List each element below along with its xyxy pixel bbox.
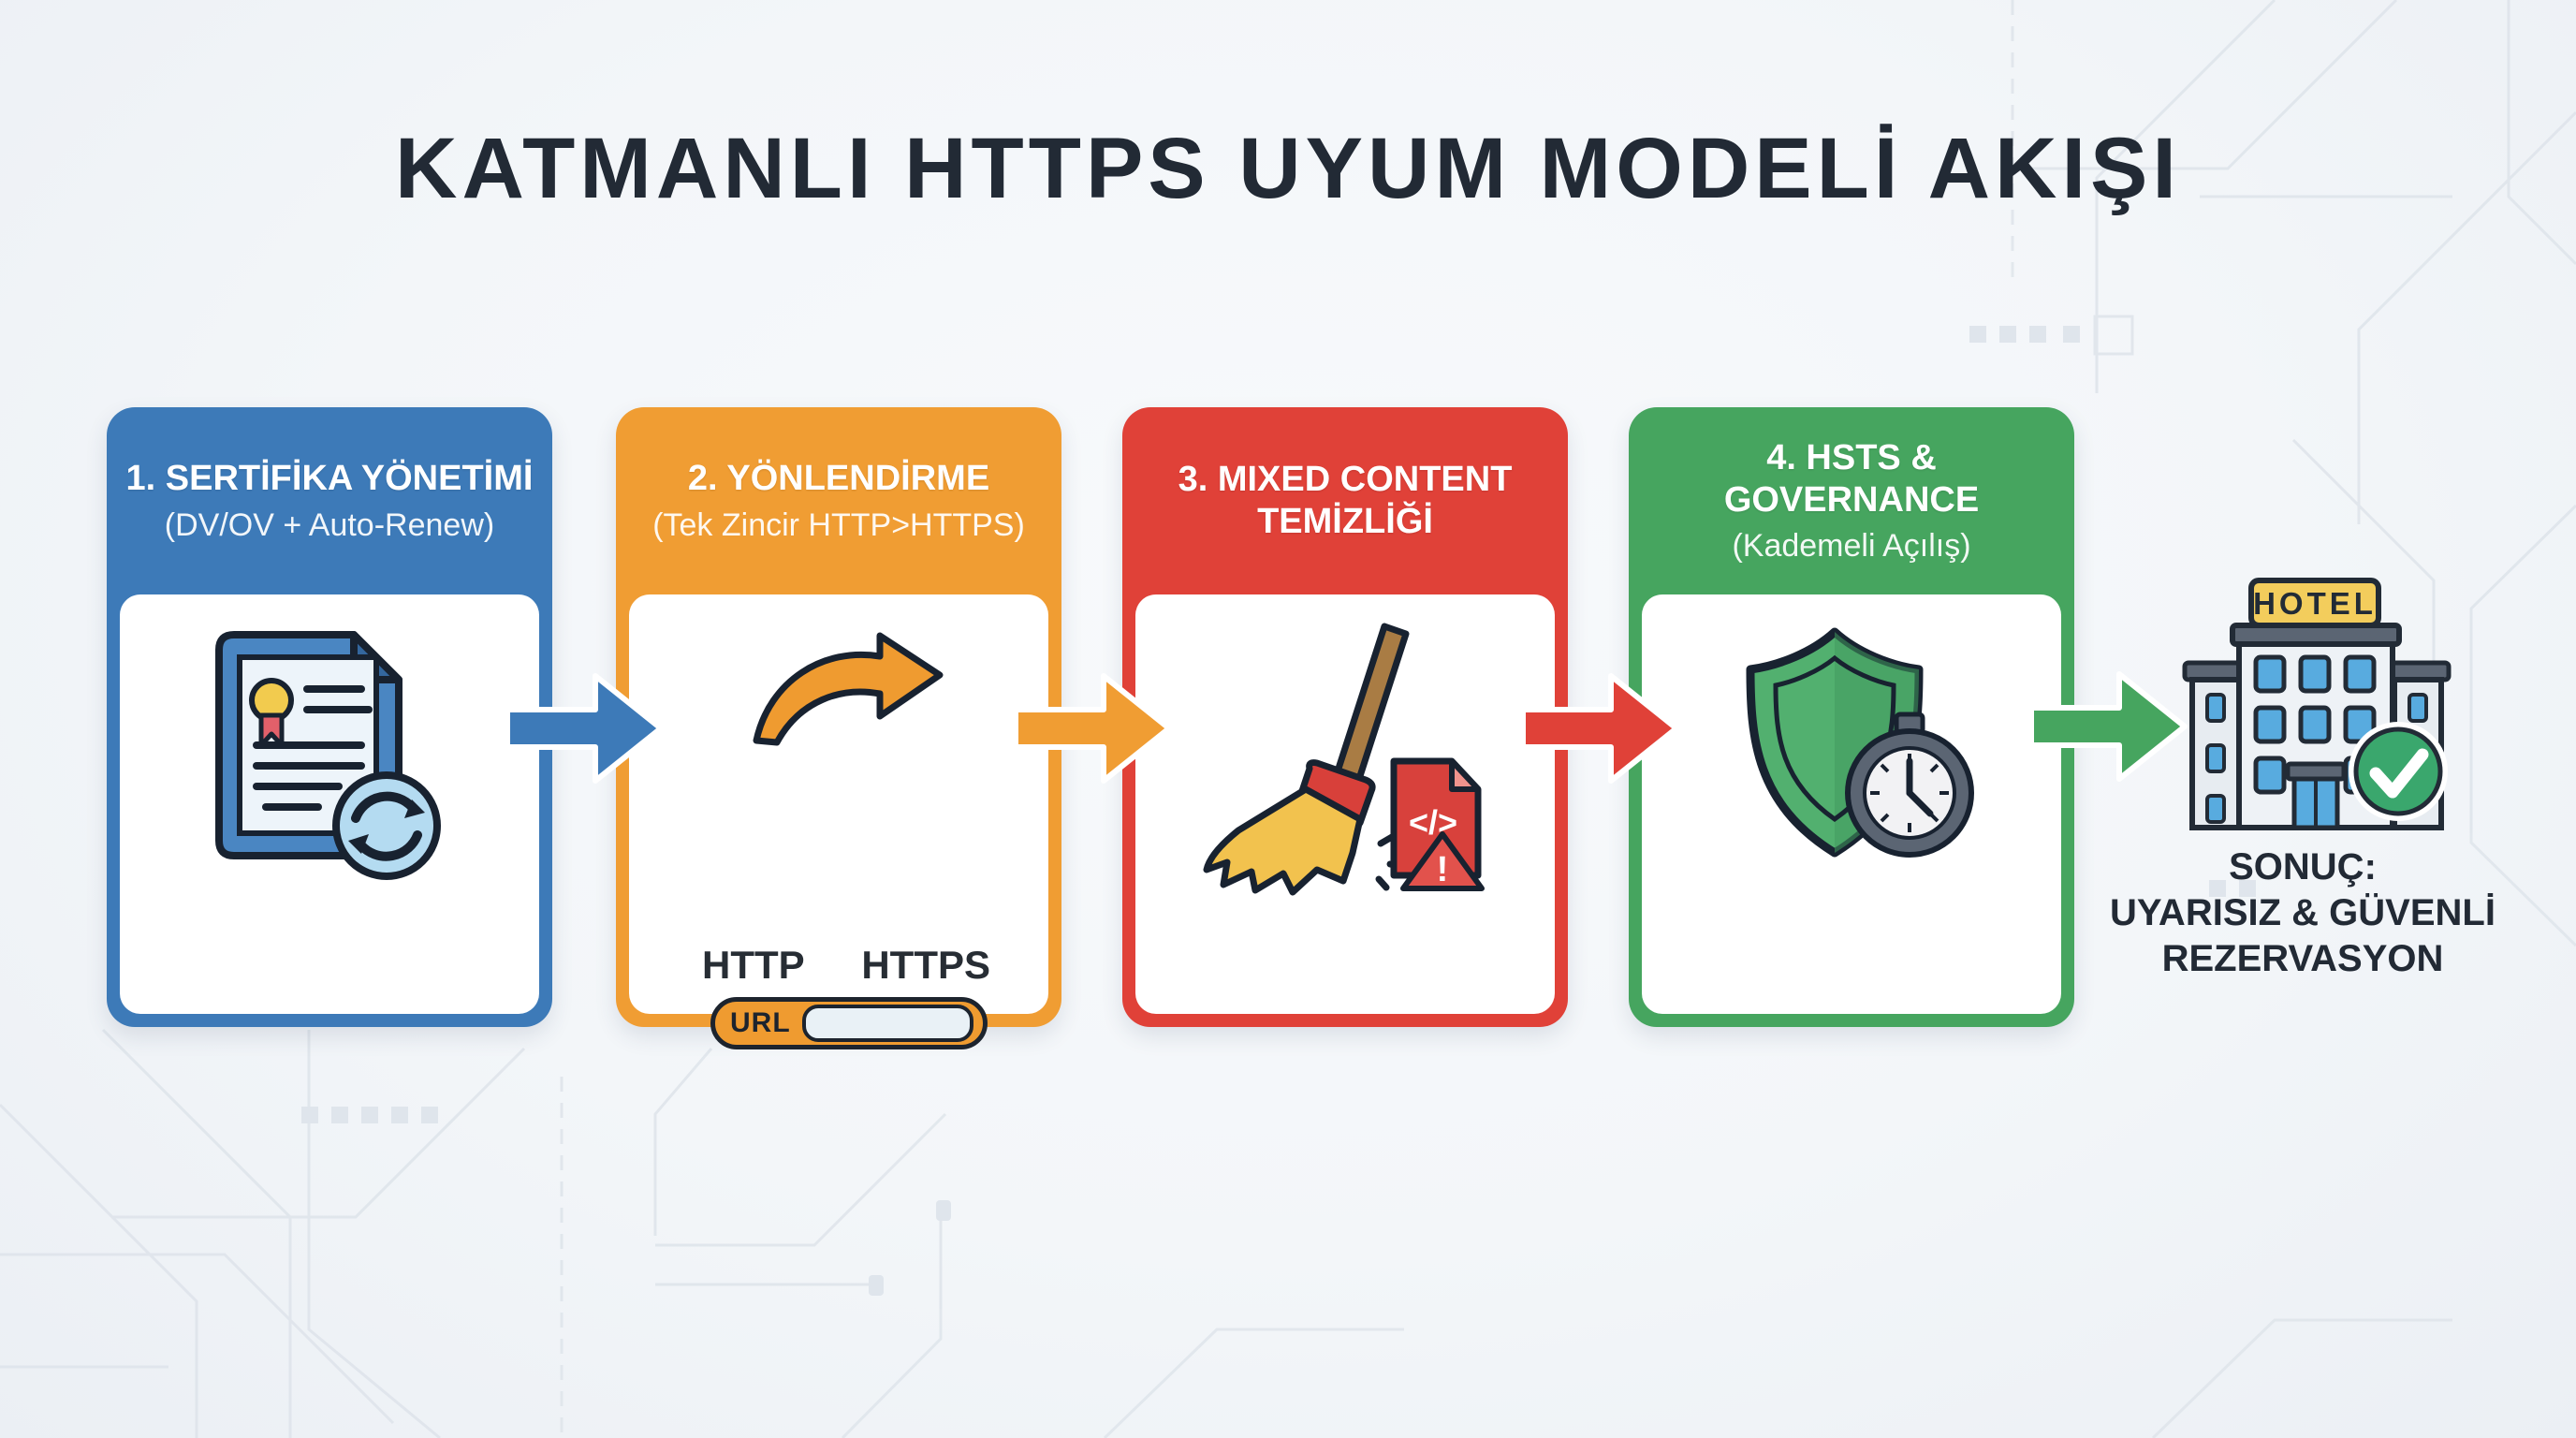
redirect-curved-arrow-icon: [753, 632, 944, 746]
hotel-building-icon: HOTEL: [2182, 578, 2452, 830]
check-icon: [2369, 748, 2429, 799]
flow-arrow-1: [505, 673, 664, 784]
code-glyph: </>: [1409, 803, 1457, 842]
step-card-certificate: 1. SERTİFİKA YÖNETİMİ (DV/OV + Auto-Rene…: [107, 407, 552, 1027]
step3-header: 3. MIXED CONTENT TEMİZLİĞİ: [1122, 407, 1568, 594]
step1-subtitle: (DV/OV + Auto-Renew): [164, 506, 495, 543]
shield-stopwatch-icon: [1746, 627, 1974, 858]
warning-glyph: !: [1437, 850, 1449, 889]
step2-subtitle: (Tek Zincir HTTP>HTTPS): [652, 506, 1025, 543]
step4-subtitle: (Kademeli Açılış): [1732, 528, 1971, 565]
step1-header: 1. SERTİFİKA YÖNETİMİ (DV/OV + Auto-Rene…: [107, 407, 552, 594]
page-title: KATMANLI HTTPS UYUM MODELİ AKIŞI: [395, 121, 2181, 216]
step-card-hsts-governance: 4. HSTS & GOVERNANCE (Kademeli Açılış): [1629, 407, 2074, 1027]
url-bar-icon: URL: [710, 997, 988, 1049]
step-card-redirect: 2. YÖNLENDİRME (Tek Zincir HTTP>HTTPS) H…: [616, 407, 1061, 1049]
step4-title: 4. HSTS & GOVERNANCE: [1723, 437, 1980, 520]
protocol-labels: HTTP HTTPS: [702, 943, 990, 988]
step1-title: 1. SERTİFİKA YÖNETİMİ: [125, 459, 534, 499]
step-card-mixed-content: 3. MIXED CONTENT TEMİZLİĞİ: [1122, 407, 1568, 1027]
result-line-3: REZERVASYON: [2161, 938, 2444, 979]
step1-body: [120, 594, 539, 1014]
result-line-1: SONUÇ:: [2229, 846, 2377, 888]
result-caption: SONUÇ: UYARISIZ & GÜVENLİ REZERVASYON: [2092, 844, 2513, 982]
step3-title: 3. MIXED CONTENT TEMİZLİĞİ: [1178, 460, 1513, 541]
http-label: HTTP: [702, 943, 805, 987]
step2-header: 2. YÖNLENDİRME (Tek Zincir HTTP>HTTPS): [616, 407, 1061, 594]
step4-body: [1642, 594, 2061, 1014]
step3-body: </> !: [1135, 594, 1555, 1014]
result-line-2: UYARISIZ & GÜVENLİ: [2110, 892, 2496, 933]
check-badge: [2353, 726, 2443, 816]
broom-sweep-code-icon: </> !: [1203, 623, 1485, 896]
step2-title: 2. YÖNLENDİRME: [687, 459, 990, 499]
url-address-pill: [801, 1005, 973, 1042]
step2-body: HTTP HTTPS URL: [629, 594, 1048, 1049]
https-label: HTTPS: [861, 943, 990, 987]
certificate-autorenew-icon: [215, 631, 441, 880]
flow-arrow-2: [1014, 673, 1172, 784]
step4-header: 4. HSTS & GOVERNANCE (Kademeli Açılış): [1629, 407, 2074, 594]
url-label: URL: [730, 1007, 791, 1038]
flow-arrow-4: [2029, 671, 2188, 782]
hotel-sign-text: HOTEL: [2253, 586, 2377, 621]
flow-arrow-3: [1521, 673, 1679, 784]
